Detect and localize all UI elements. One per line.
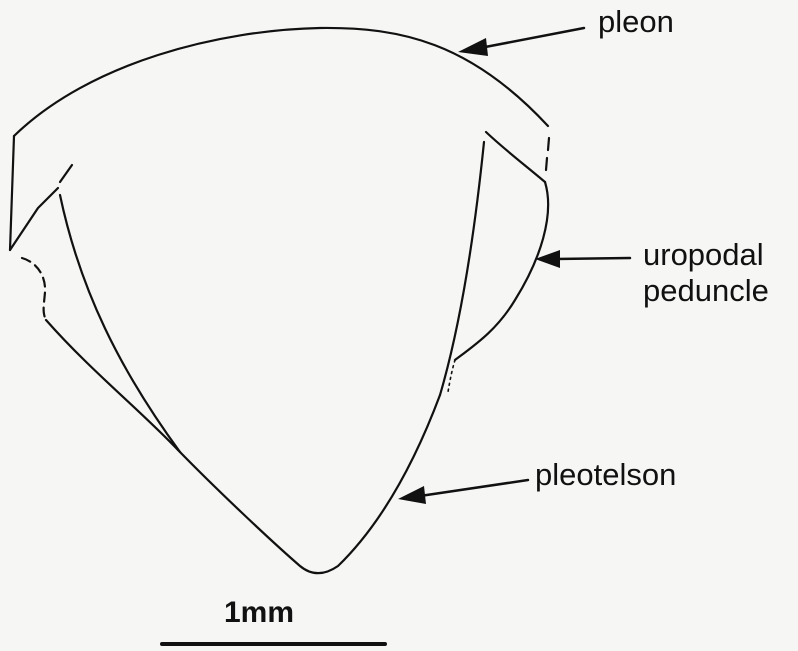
label-uropodal-line2: peduncle xyxy=(643,273,769,309)
label-uropodal-line1: uropodal xyxy=(643,237,769,273)
pleon-right-dash xyxy=(546,138,549,170)
pleon-left-dash-upper xyxy=(60,165,72,182)
right-upper-line xyxy=(486,132,545,182)
pleotelson-outline xyxy=(178,395,440,573)
arrow-pleotelson xyxy=(398,480,528,504)
pleon-left-side xyxy=(10,136,14,250)
uropodal-peduncle-outline xyxy=(455,182,548,360)
label-uropodal-peduncle: uropodal peduncle xyxy=(643,237,769,308)
left-inner-margin xyxy=(60,195,180,452)
left-dashed-margin xyxy=(22,258,46,320)
label-pleotelson: pleotelson xyxy=(535,457,676,493)
label-pleon: pleon xyxy=(598,4,674,40)
left-outer-margin xyxy=(46,320,178,450)
arrow-pleon xyxy=(458,28,584,56)
pleon-outline xyxy=(14,28,548,136)
arrow-uropodal-peduncle xyxy=(535,250,630,268)
pleon-left-notch xyxy=(10,188,58,250)
right-inner-margin xyxy=(440,142,484,395)
scale-bar-label: 1mm xyxy=(224,596,294,631)
